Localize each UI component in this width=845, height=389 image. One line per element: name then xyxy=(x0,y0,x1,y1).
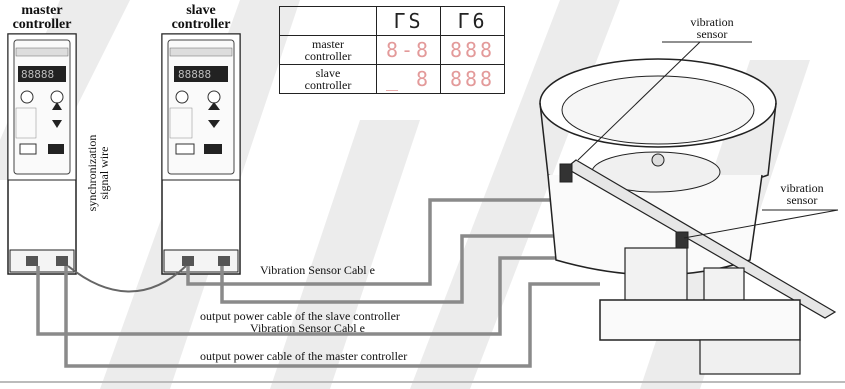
table-row-label-master: master controller xyxy=(279,35,377,65)
sync-signal-wire xyxy=(67,265,187,293)
table-cell-slave-f6: 888 xyxy=(440,64,505,94)
table-row-master: master controller 8-8 888 xyxy=(279,35,505,65)
slave-power-cable xyxy=(220,234,580,304)
slave-title: slave controller xyxy=(160,4,242,32)
slave-controller: 88888 xyxy=(161,33,241,275)
table-header-f6: Γ6 xyxy=(440,6,505,36)
table-corner xyxy=(279,6,377,36)
table-cell-slave-f5: _ 8 xyxy=(376,64,441,94)
vibration-sensor-right-label: vibration sensor xyxy=(780,181,824,207)
table-cell-master-f5: 8-8 xyxy=(376,35,441,65)
vibratory-bowl-feeder xyxy=(539,58,837,375)
master-controller: 88888 xyxy=(7,33,77,275)
leader-sensor-top xyxy=(577,41,701,161)
master-title: master controller xyxy=(4,4,80,32)
master-title-line2: controller xyxy=(12,17,72,32)
slave-title-line1: slave xyxy=(186,3,216,18)
leader-sensor-right xyxy=(683,209,839,239)
table-row-slave: slave controller _ 8 888 xyxy=(279,64,505,94)
table-header-f5: ΓS xyxy=(376,6,441,36)
slave-power-label: output power cable of the slave controll… xyxy=(200,309,400,323)
master-power-label: output power cable of the master control… xyxy=(200,349,408,363)
slave-title-line2: controller xyxy=(171,17,231,32)
sync-wire-label: synchronization signal wire xyxy=(85,134,111,212)
master-power-cable xyxy=(64,266,600,368)
table-header-row: ΓS Γ6 xyxy=(279,6,505,36)
vib-cable-label-2: Vibration Sensor Cabl e xyxy=(250,321,365,335)
table-row-label-slave: slave controller xyxy=(279,64,377,94)
master-title-line1: master xyxy=(21,3,63,18)
svg-text:88888: 88888 xyxy=(21,68,54,81)
vibration-sensor-top-label: vibration sensor xyxy=(690,15,734,41)
table-cell-master-f6: 888 xyxy=(440,35,505,65)
svg-text:88888: 88888 xyxy=(178,68,211,81)
parameter-table: ΓS Γ6 master controller 8-8 888 slave co… xyxy=(279,6,505,94)
vib-cable-label-1: Vibration Sensor Cabl e xyxy=(260,263,375,277)
